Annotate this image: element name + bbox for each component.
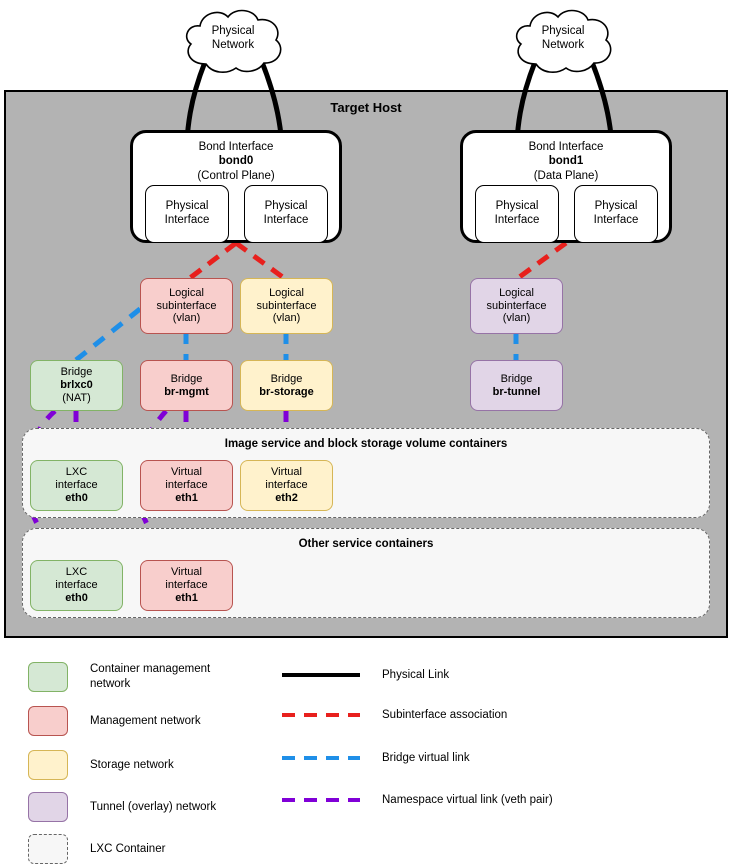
- legend-label: Container management network: [90, 663, 211, 690]
- legend-item-tunnel-network: Tunnel (overlay) network: [28, 792, 216, 822]
- lxc-container-group-other-services: Other service containers: [22, 528, 710, 618]
- legend-item-subinterface-association: Subinterface association: [282, 708, 507, 723]
- legend-line-sample: [282, 709, 360, 721]
- legend-label: Management network: [90, 714, 201, 727]
- legend-swatch: [28, 792, 68, 822]
- bond-interface-bond1: Bond Interface bond1 (Data Plane) Physic…: [460, 130, 672, 243]
- lxc-interface-eth0: LXC interface eth0: [30, 460, 123, 511]
- logical-subinterface-management: Logical subinterface (vlan): [140, 278, 233, 334]
- cloud-icon: [185, 9, 282, 73]
- legend-label: Bridge virtual link: [382, 752, 470, 764]
- legend-item-physical-link: Physical Link: [282, 668, 449, 683]
- legend-line-sample: [282, 669, 360, 681]
- physical-interface: Physical Interface: [574, 185, 658, 243]
- legend-item-namespace-virtual-link: Namespace virtual link (veth pair): [282, 793, 553, 808]
- lxc-interface-eth0: LXC interface eth0: [30, 560, 123, 611]
- legend-item-management-network: Management network: [28, 706, 201, 736]
- cloud-icon: [515, 9, 612, 73]
- virtual-interface-eth1: Virtual interface eth1: [140, 560, 233, 611]
- physical-interface: Physical Interface: [145, 185, 229, 243]
- legend-swatch: [28, 834, 68, 864]
- legend-swatch: [28, 750, 68, 780]
- legend-swatch: [28, 706, 68, 736]
- virtual-interface-eth1: Virtual interface eth1: [140, 460, 233, 511]
- bond-interface-bond0: Bond Interface bond0 (Control Plane) Phy…: [130, 130, 342, 243]
- bridge-brlxc0: Bridge brlxc0 (NAT): [30, 360, 123, 411]
- legend-item-bridge-virtual-link: Bridge virtual link: [282, 751, 470, 766]
- legend-label: LXC Container: [90, 842, 166, 855]
- legend-line-sample: [282, 752, 360, 764]
- physical-interface: Physical Interface: [475, 185, 559, 243]
- page-title: Target Host: [330, 100, 402, 115]
- legend-label: Subinterface association: [382, 709, 508, 721]
- legend-item-container-management-network: Container management network: [28, 662, 210, 692]
- legend-line-sample: [282, 794, 360, 806]
- legend-label: Tunnel (overlay) network: [90, 800, 217, 813]
- legend: Container management network Management …: [0, 650, 732, 864]
- container-group-title: Image service and block storage volume c…: [224, 438, 508, 450]
- bond0-title: Bond Interface bond0 (Control Plane): [197, 141, 275, 182]
- lxc-container-group-image-storage: Image service and block storage volume c…: [22, 428, 710, 518]
- bridge-br-mgmt: Bridge br-mgmt: [140, 360, 233, 411]
- legend-label: Storage network: [90, 758, 174, 771]
- logical-subinterface-storage: Logical subinterface (vlan): [240, 278, 333, 334]
- legend-swatch: [28, 662, 68, 692]
- bridge-br-storage: Bridge br-storage: [240, 360, 333, 411]
- legend-item-lxc-container: LXC Container: [28, 834, 165, 864]
- bond1-title: Bond Interface bond1 (Data Plane): [528, 141, 604, 182]
- bridge-br-tunnel: Bridge br-tunnel: [470, 360, 563, 411]
- virtual-interface-eth2: Virtual interface eth2: [240, 460, 333, 511]
- physical-interface: Physical Interface: [244, 185, 328, 243]
- legend-item-storage-network: Storage network: [28, 750, 174, 780]
- legend-label: Physical Link: [382, 669, 450, 681]
- legend-label: Namespace virtual link (veth pair): [382, 794, 553, 806]
- container-group-title: Other service containers: [298, 538, 434, 550]
- logical-subinterface-tunnel: Logical subinterface (vlan): [470, 278, 563, 334]
